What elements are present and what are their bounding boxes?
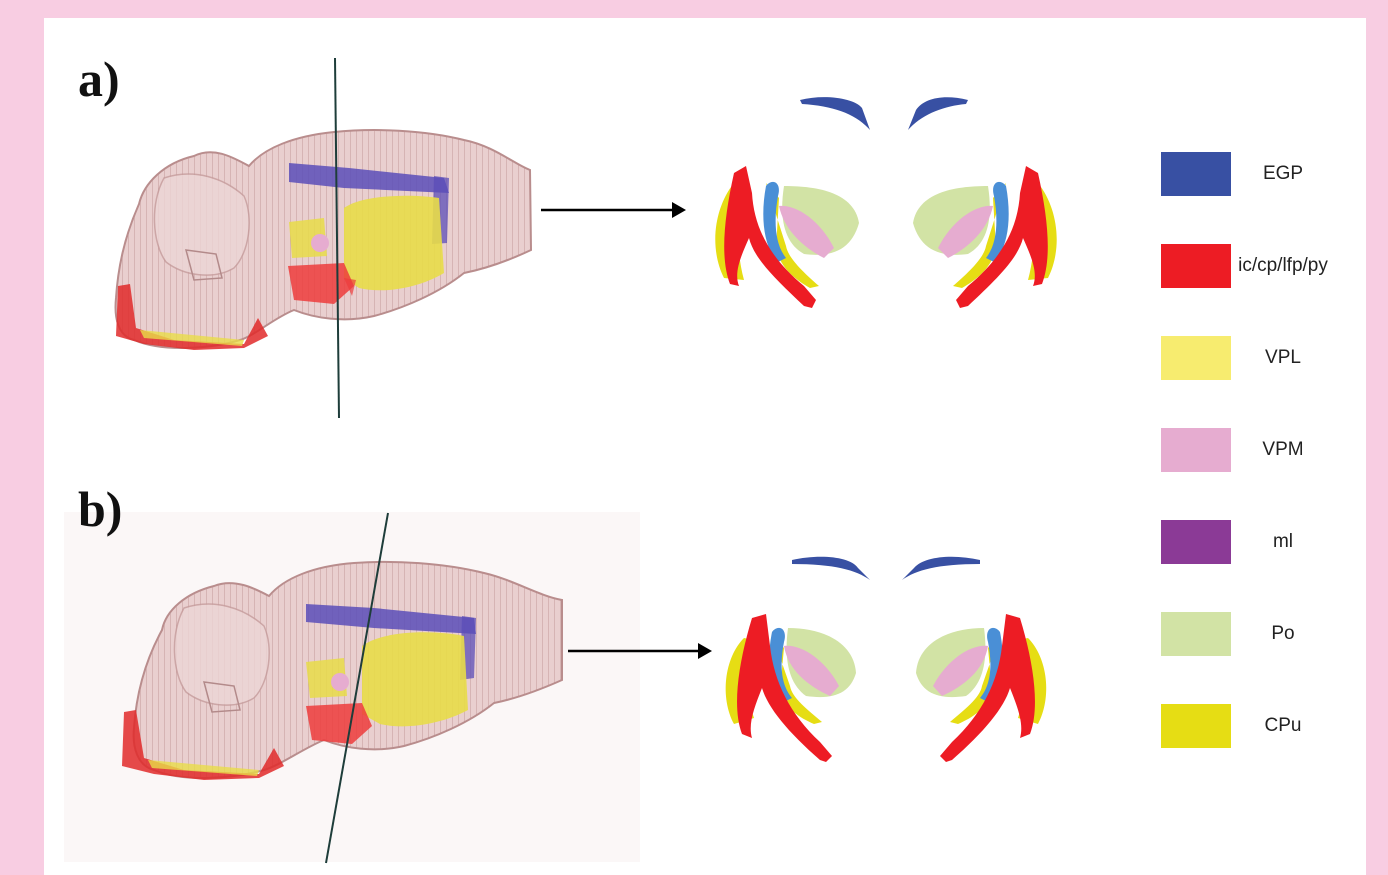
legend-item-vpl: VPL (1161, 336, 1361, 380)
egp-left-b (792, 557, 870, 580)
legend-swatch (1161, 336, 1231, 380)
legend-item-ml: ml (1161, 520, 1361, 564)
legend-label: VPL (1231, 336, 1335, 380)
legend-swatch (1161, 520, 1231, 564)
coronal-section-b (726, 557, 1047, 762)
legend-item-po: Po (1161, 612, 1361, 656)
cpu-region-a (344, 196, 444, 291)
arrow-a (541, 202, 686, 218)
cerebellum-a (154, 174, 249, 275)
brain-model-b (64, 512, 640, 862)
brain-model-a (116, 130, 531, 350)
legend-swatch (1161, 704, 1231, 748)
legend-label: ic/cp/lfp/py (1231, 244, 1335, 288)
legend-item-vpm: VPM (1161, 428, 1361, 472)
panel-label-a: a) (78, 54, 120, 104)
legend-swatch (1161, 612, 1231, 656)
vpm-spot-b (331, 673, 349, 691)
legend-item-egp: EGP (1161, 152, 1361, 196)
legend-label: ml (1231, 520, 1335, 564)
legend-swatch (1161, 152, 1231, 196)
coronal-section-a (715, 97, 1056, 308)
cpu-region-b (362, 632, 468, 726)
legend-label: Po (1231, 612, 1335, 656)
legend-item-cpu: CPu (1161, 704, 1361, 748)
legend-label: EGP (1231, 152, 1335, 196)
figure-panel: a) b) EGP ic/cp/lfp/py VPL VPM ml Po (44, 18, 1366, 875)
legend-label: VPM (1231, 428, 1335, 472)
legend-label: CPu (1231, 704, 1335, 748)
legend-item-ic: ic/cp/lfp/py (1161, 244, 1361, 288)
egp-left-a (800, 97, 870, 130)
legend-swatch (1161, 244, 1231, 288)
cerebellum-b (174, 604, 269, 705)
vpm-spot-a (311, 234, 329, 252)
egp-right-b (902, 557, 980, 580)
legend-swatch (1161, 428, 1231, 472)
panel-label-b: b) (78, 484, 122, 534)
egp-right-a (908, 97, 968, 130)
